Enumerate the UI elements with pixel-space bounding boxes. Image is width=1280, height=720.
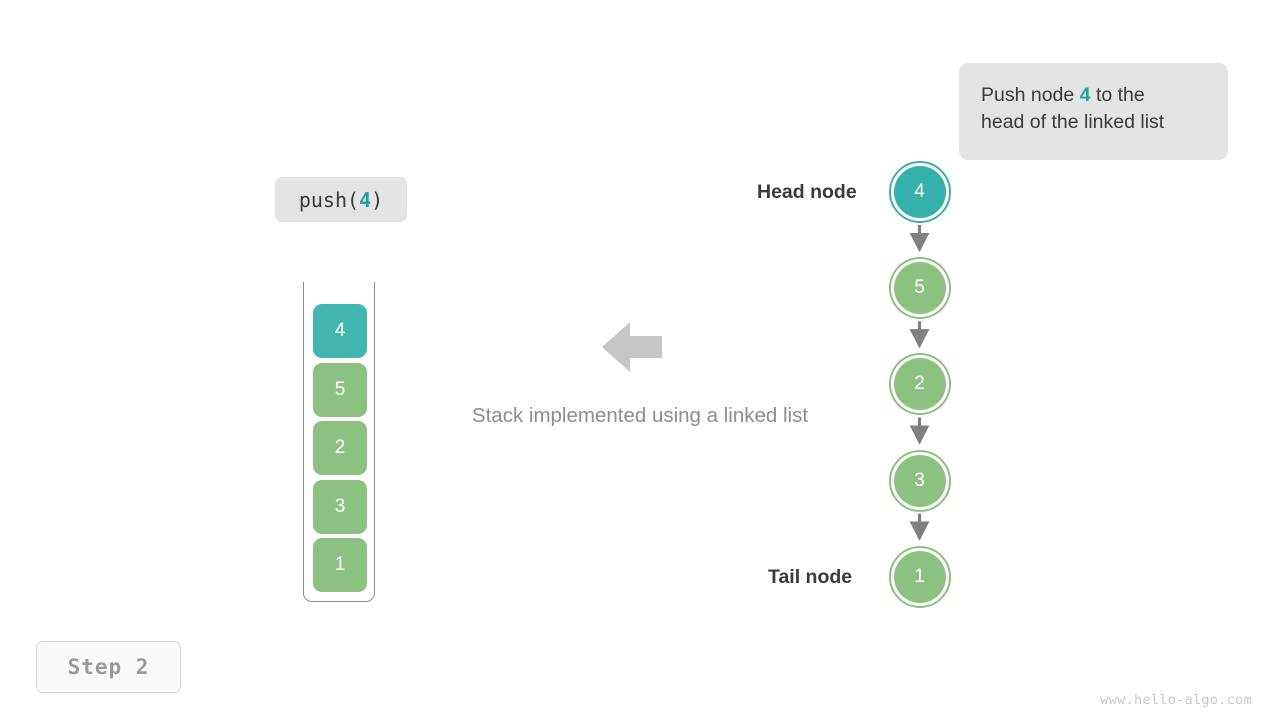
head-node-label: Head node xyxy=(757,181,857,203)
linked-list-node: 1 xyxy=(893,550,946,603)
stack-cell: 2 xyxy=(313,421,367,475)
stack-cell-value: 5 xyxy=(334,378,346,400)
callout-line-1-suffix: to the xyxy=(1090,84,1145,106)
stack-visualization: 4 5 2 3 1 xyxy=(303,282,377,604)
node-ring xyxy=(888,449,951,512)
linked-list-node: 4 xyxy=(893,166,946,218)
callout-node-value: 4 xyxy=(1079,84,1091,106)
push-suffix: ) xyxy=(371,187,384,212)
linked-list-node-value: 3 xyxy=(914,469,925,491)
push-operation-chip: push(4) xyxy=(275,177,407,222)
node-ring xyxy=(888,161,951,223)
push-argument: 4 xyxy=(359,187,372,212)
tail-node-label: Tail node xyxy=(768,566,853,588)
callout-line-1-prefix: Push node xyxy=(981,84,1080,106)
stack-cell: 4 xyxy=(313,304,367,358)
linked-list-node-value: 2 xyxy=(914,373,925,395)
watermark: www.hello-algo.com xyxy=(1100,692,1252,708)
linked-list-node-value: 4 xyxy=(914,181,925,202)
stack-cell-value: 1 xyxy=(334,554,346,575)
callout-line-1: Push node 4 to the xyxy=(981,82,1206,109)
stack-cell-value: 2 xyxy=(334,437,346,458)
callout-line-2: head of the linked list xyxy=(981,111,1165,133)
linked-list-node-value: 1 xyxy=(914,565,925,587)
push-prefix: push( xyxy=(298,187,360,212)
callout-box: Push node 4 to the head of the linked li… xyxy=(959,63,1228,160)
linked-list-node: 2 xyxy=(893,358,946,411)
diagram-caption: Stack implemented using a linked list xyxy=(471,404,809,427)
stack-cell: 1 xyxy=(313,538,367,592)
node-ring xyxy=(888,545,951,608)
stack-cell: 3 xyxy=(313,479,367,534)
linked-list-node: 5 xyxy=(893,262,946,315)
linked-list-node-value: 5 xyxy=(914,277,925,299)
stack-cell-value: 3 xyxy=(334,495,346,517)
left-arrow-icon xyxy=(602,318,662,376)
linked-list-node: 3 xyxy=(893,454,946,507)
step-badge: Step 2 xyxy=(36,641,181,693)
stack-cell: 5 xyxy=(313,362,367,417)
node-ring xyxy=(888,257,951,320)
stack-cell-value: 4 xyxy=(334,320,346,341)
